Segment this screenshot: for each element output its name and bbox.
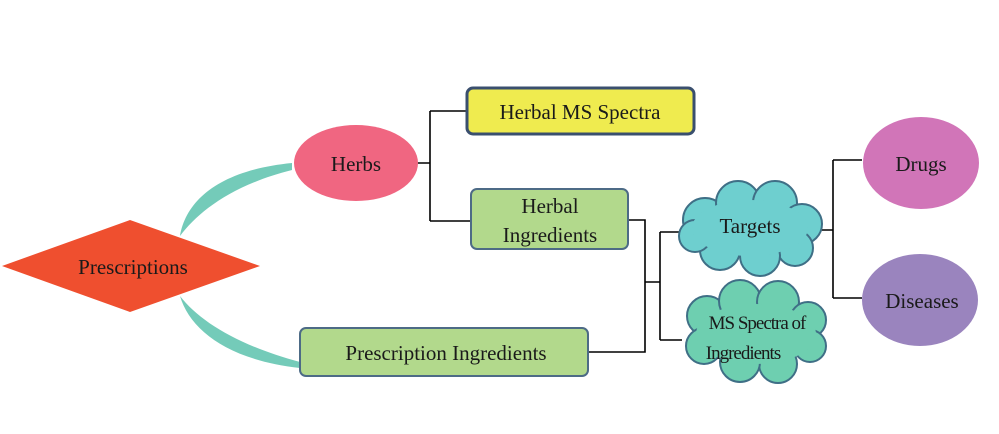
node-targets[interactable]: Targets	[678, 180, 823, 277]
node-ms-spectra-of-ingredients[interactable]: MS Spectra of Ingredients	[685, 279, 827, 384]
arc-prescriptions-herbs	[180, 163, 292, 236]
node-diseases-label: Diseases	[885, 289, 958, 313]
node-prescriptions[interactable]: Prescriptions	[2, 220, 260, 312]
node-herbal-ingredients[interactable]: Herbal Ingredients	[470, 188, 629, 250]
node-drugs-label: Drugs	[895, 152, 946, 176]
node-herbs[interactable]: Herbs	[294, 125, 418, 201]
node-ms-spectra-line2: Ingredients	[706, 343, 781, 364]
connector-targets-bracket	[820, 159, 862, 299]
node-ms-spectra-line1: MS Spectra of	[709, 313, 807, 334]
node-herbal-ms-spectra[interactable]: Herbal MS Spectra	[465, 86, 696, 136]
node-herbal-ingredients-line2: Ingredients	[503, 223, 597, 247]
node-prescription-ingredients-label: Prescription Ingredients	[345, 341, 546, 365]
node-herbal-ingredients-line1: Herbal	[521, 194, 578, 218]
node-herbal-ms-spectra-label: Herbal MS Spectra	[500, 100, 662, 124]
node-prescription-ingredients[interactable]: Prescription Ingredients	[299, 327, 589, 377]
arc-prescriptions-ingredients	[180, 296, 300, 368]
node-targets-label: Targets	[719, 214, 780, 238]
node-diseases[interactable]: Diseases	[862, 254, 978, 346]
connector-herbs-bracket	[415, 110, 470, 222]
node-prescriptions-label: Prescriptions	[78, 255, 188, 279]
connector-ingredients-bracket	[588, 219, 682, 353]
node-herbs-label: Herbs	[331, 152, 381, 176]
node-drugs[interactable]: Drugs	[863, 117, 979, 209]
